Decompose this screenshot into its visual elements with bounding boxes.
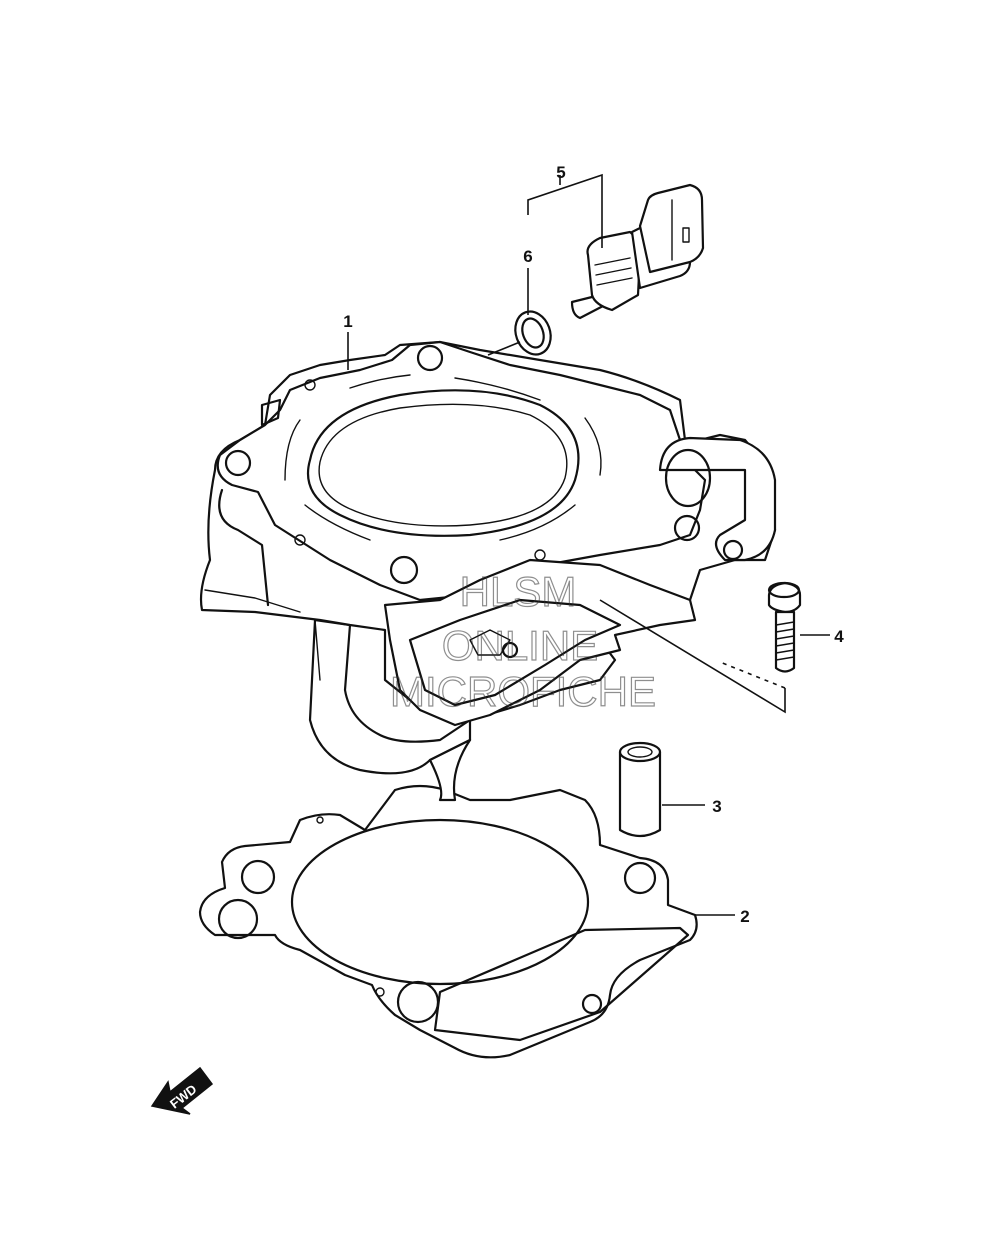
- o-ring-icon[interactable]: [510, 307, 557, 360]
- dowel-pin-icon[interactable]: [618, 741, 662, 838]
- callout-1: 1: [343, 312, 352, 331]
- watermark-line-3: MICROFICHE: [390, 668, 656, 715]
- callout-4: 4: [834, 627, 844, 646]
- callout-6: 6: [523, 247, 532, 266]
- watermark-line-1: HLSM: [460, 568, 577, 615]
- watermark-line-2: ONLINE: [442, 622, 598, 669]
- leader-lines: [347, 173, 830, 916]
- cylinder-gasket-icon[interactable]: [198, 784, 698, 1059]
- callout-2: 2: [740, 907, 749, 926]
- watermark: HLSM ONLINE MICROFICHE: [389, 567, 656, 715]
- callout-3: 3: [712, 797, 721, 816]
- bolt-icon[interactable]: [767, 581, 802, 673]
- fwd-arrow-icon: FWD: [150, 1066, 214, 1115]
- temperature-sensor-icon[interactable]: [570, 183, 705, 320]
- callout-5: 5: [556, 163, 565, 182]
- cylinder-icon[interactable]: [199, 340, 777, 802]
